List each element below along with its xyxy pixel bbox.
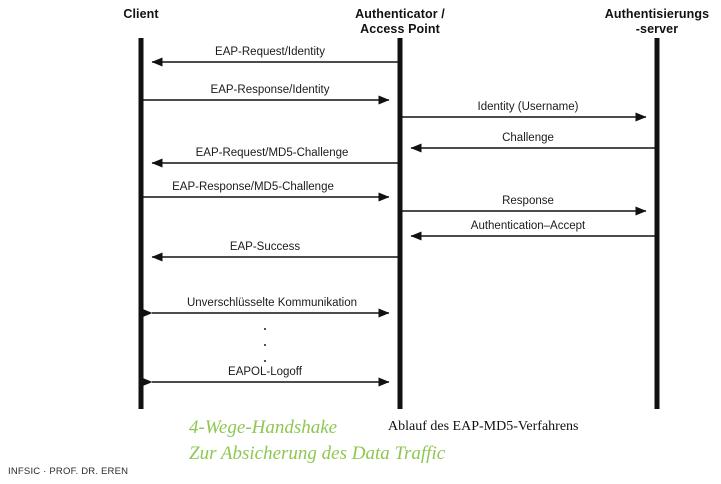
ellipsis-dot-3 [264,360,266,362]
actor-authenticator-line1: Authenticator / [355,7,445,21]
actor-auth-server-line2: -server [635,21,679,36]
message-label-authentication-accept: Authentication–Accept [470,220,586,232]
actor-header-client: Client [91,7,191,22]
message-label-eap-request-identity: EAP-Request/Identity [215,46,325,58]
message-arrows [141,57,655,387]
process-caption: Ablauf des EAP-MD5-Verfahrens [388,419,579,434]
actor-header-auth-server: Authentisierungs -server [587,7,721,36]
actor-client-line1: Client [123,7,159,21]
ellipsis-dot-1 [264,328,266,330]
lifelines [138,38,660,409]
message-label-eapol-logoff: EAPOL-Logoff [228,366,302,378]
annotation-4-wege-handshake: 4-Wege-Handshake [189,417,338,438]
footer-institution: INFSIC · PROF. DR. EREN [8,466,129,477]
message-label-unverschluesselte-kommunikation: Unverschlüsselte Kommunikation [186,297,358,309]
actor-authenticator-line2: Access Point [360,21,440,36]
message-label-response: Response [502,195,554,207]
message-label-challenge: Challenge [502,132,554,144]
message-label-identity-username: Identity (Username) [477,101,579,113]
actor-header-authenticator: Authenticator / Access Point [330,7,470,36]
message-label-eap-request-md5-challenge: EAP-Request/MD5-Challenge [195,147,349,159]
actor-auth-server-line1: Authentisierungs [604,7,710,21]
ellipsis-dot-2 [264,344,266,346]
message-label-eap-response-identity: EAP-Response/Identity [210,84,330,96]
annotation-absicherung-data-traffic: Zur Absicherung des Data Traffic [189,443,446,464]
message-label-eap-response-md5-challenge: EAP-Response/MD5-Challenge [172,181,334,193]
message-label-eap-success: EAP-Success [229,241,301,253]
